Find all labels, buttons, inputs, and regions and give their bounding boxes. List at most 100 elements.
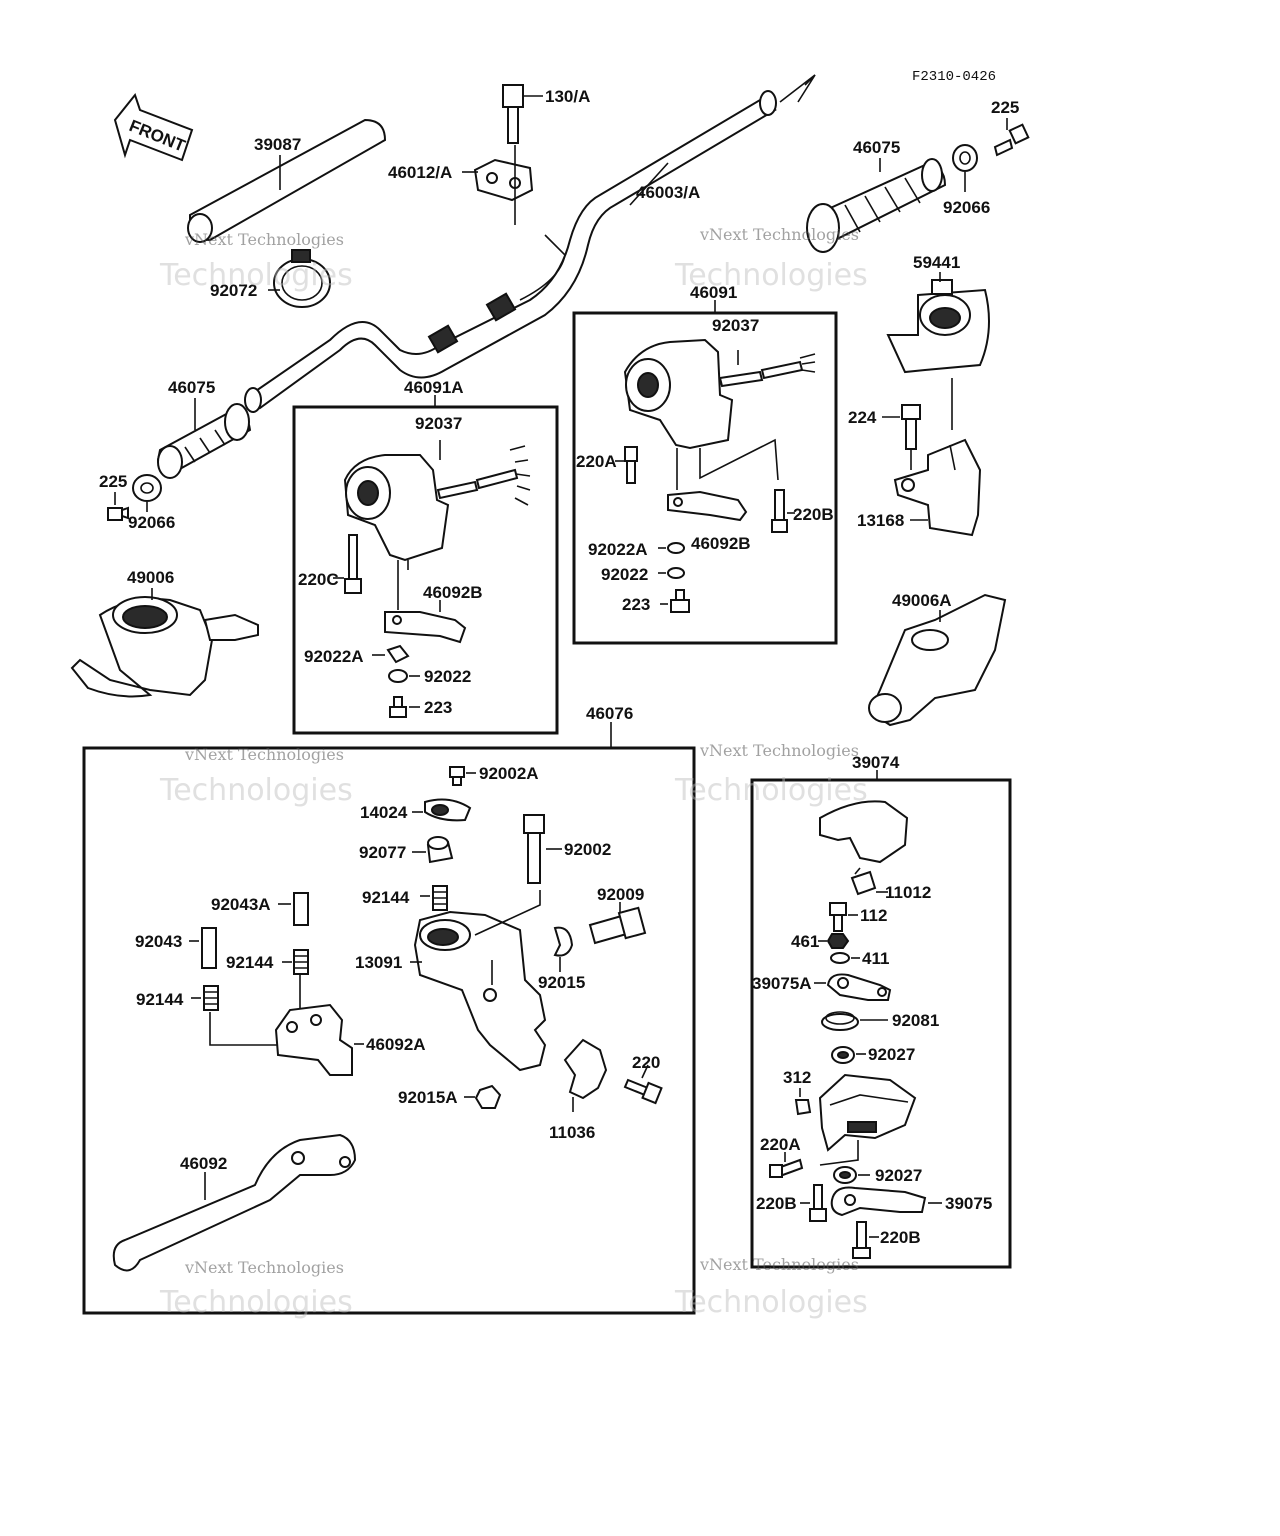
svg-text:Technologies: Technologies — [159, 1285, 353, 1320]
throttle-case-59441 — [886, 279, 990, 374]
label-92077: 92077 — [359, 843, 406, 862]
label-92009: 92009 — [597, 885, 644, 904]
band-92072 — [273, 249, 331, 308]
diagram-code: F2310-0426 — [912, 69, 996, 85]
label-92144-a: 92144 — [362, 888, 410, 907]
switch-assembly-left — [343, 440, 531, 562]
spring-92081 — [821, 1011, 859, 1031]
clip-11012 — [850, 867, 877, 896]
watermark: vNext Technologies Technologies vNext Te… — [159, 225, 868, 1320]
label-46012a: 46012/A — [388, 163, 452, 182]
spring-92144-a — [432, 885, 448, 911]
grip-right-46075 — [806, 158, 947, 253]
front-arrow-icon: FRONT — [113, 92, 194, 162]
lever-box-46076 — [82, 746, 696, 1315]
label-92022-left: 92022 — [424, 667, 471, 686]
screw-225-right — [993, 123, 1030, 157]
grip-left-46075 — [156, 403, 252, 479]
bolt-224 — [901, 404, 921, 450]
label-220b-right: 220B — [793, 505, 834, 524]
label-46075-right: 46075 — [853, 138, 900, 157]
svg-text:vNext Technologies: vNext Technologies — [699, 1255, 859, 1274]
svg-text:Technologies: Technologies — [159, 258, 353, 293]
adjuster-92009 — [588, 906, 647, 945]
label-92002a: 92002A — [479, 764, 539, 783]
label-92043a: 92043A — [211, 895, 271, 914]
seal-92027-b — [833, 1166, 857, 1184]
throttle-box-39074 — [750, 778, 1012, 1269]
label-39075: 39075 — [945, 1194, 992, 1213]
label-220: 220 — [632, 1053, 660, 1072]
svg-text:vNext Technologies: vNext Technologies — [699, 741, 859, 760]
switch-box-46091a — [292, 405, 559, 735]
label-130a: 130/A — [545, 87, 590, 106]
svg-text:vNext Technologies: vNext Technologies — [184, 230, 344, 249]
pulley-39075a — [826, 973, 892, 1001]
pulley-39075 — [830, 1186, 927, 1217]
label-223-right: 223 — [622, 595, 650, 614]
cap-92077 — [426, 836, 454, 864]
cover-top — [819, 800, 909, 864]
handlebar — [244, 74, 816, 413]
label-92027-b: 92027 — [875, 1166, 922, 1185]
label-13091: 13091 — [355, 953, 402, 972]
nut-92015a — [474, 1084, 502, 1109]
screw-223-right — [670, 589, 690, 613]
switch-box-46091 — [572, 311, 838, 645]
label-92027-a: 92027 — [868, 1045, 915, 1064]
label-46092b-left: 46092B — [423, 583, 483, 602]
bracket-46092b-left — [384, 611, 467, 644]
label-46076: 46076 — [586, 704, 633, 723]
label-46092b-right: 46092B — [691, 534, 751, 553]
label-225-left: 225 — [99, 472, 127, 491]
label-46091: 46091 — [690, 283, 737, 302]
label-220a-throttle: 220A — [760, 1135, 801, 1154]
label-220c: 220C — [298, 570, 339, 589]
switch-assembly-right — [623, 338, 816, 450]
label-59441: 59441 — [913, 253, 960, 272]
svg-text:Technologies: Technologies — [674, 258, 868, 293]
seal-92027-a — [831, 1046, 855, 1064]
housing-49006a — [868, 593, 1007, 727]
screw-223-left — [389, 696, 407, 718]
spring-92144-c — [203, 985, 219, 1011]
nut-312 — [794, 1099, 812, 1116]
label-220a-right: 220A — [576, 452, 617, 471]
screw-220b-right — [771, 489, 788, 533]
label-92022-right: 92022 — [601, 565, 648, 584]
label-92072: 92072 — [210, 281, 257, 300]
svg-text:Technologies: Technologies — [159, 773, 353, 808]
label-92066-right: 92066 — [943, 198, 990, 217]
pin-92043 — [201, 927, 217, 969]
nut-461 — [826, 933, 850, 949]
label-46003a: 46003/A — [636, 183, 700, 202]
label-49006a: 49006A — [892, 591, 952, 610]
label-11012: 11012 — [885, 883, 931, 902]
label-92022a-right: 92022A — [588, 540, 648, 559]
label-46091a: 46091A — [404, 378, 464, 397]
label-46092a: 46092A — [366, 1035, 426, 1054]
screw-92002a — [449, 766, 465, 786]
throttle-lower-case-13168 — [893, 438, 982, 537]
label-92037-left: 92037 — [415, 414, 462, 433]
label-224: 224 — [848, 408, 877, 427]
screw-220b-b — [852, 1221, 871, 1259]
spring-92144-b — [293, 949, 309, 975]
label-92043: 92043 — [135, 932, 182, 951]
screw-112 — [829, 902, 847, 932]
label-49006: 49006 — [127, 568, 174, 587]
label-461: 461 — [791, 932, 819, 951]
plug-92066-right — [952, 144, 978, 172]
screw-220b-a — [809, 1184, 827, 1222]
label-223-left: 223 — [424, 698, 452, 717]
label-92037-right: 92037 — [712, 316, 759, 335]
label-13168: 13168 — [857, 511, 904, 530]
label-225-right: 225 — [991, 98, 1019, 117]
circlip-92015 — [553, 926, 574, 957]
svg-text:Technologies: Technologies — [674, 1285, 868, 1320]
label-92081: 92081 — [892, 1011, 939, 1030]
label-46075-left: 46075 — [168, 378, 215, 397]
bolt-92002 — [523, 814, 545, 884]
label-220b-a: 220B — [756, 1194, 797, 1213]
